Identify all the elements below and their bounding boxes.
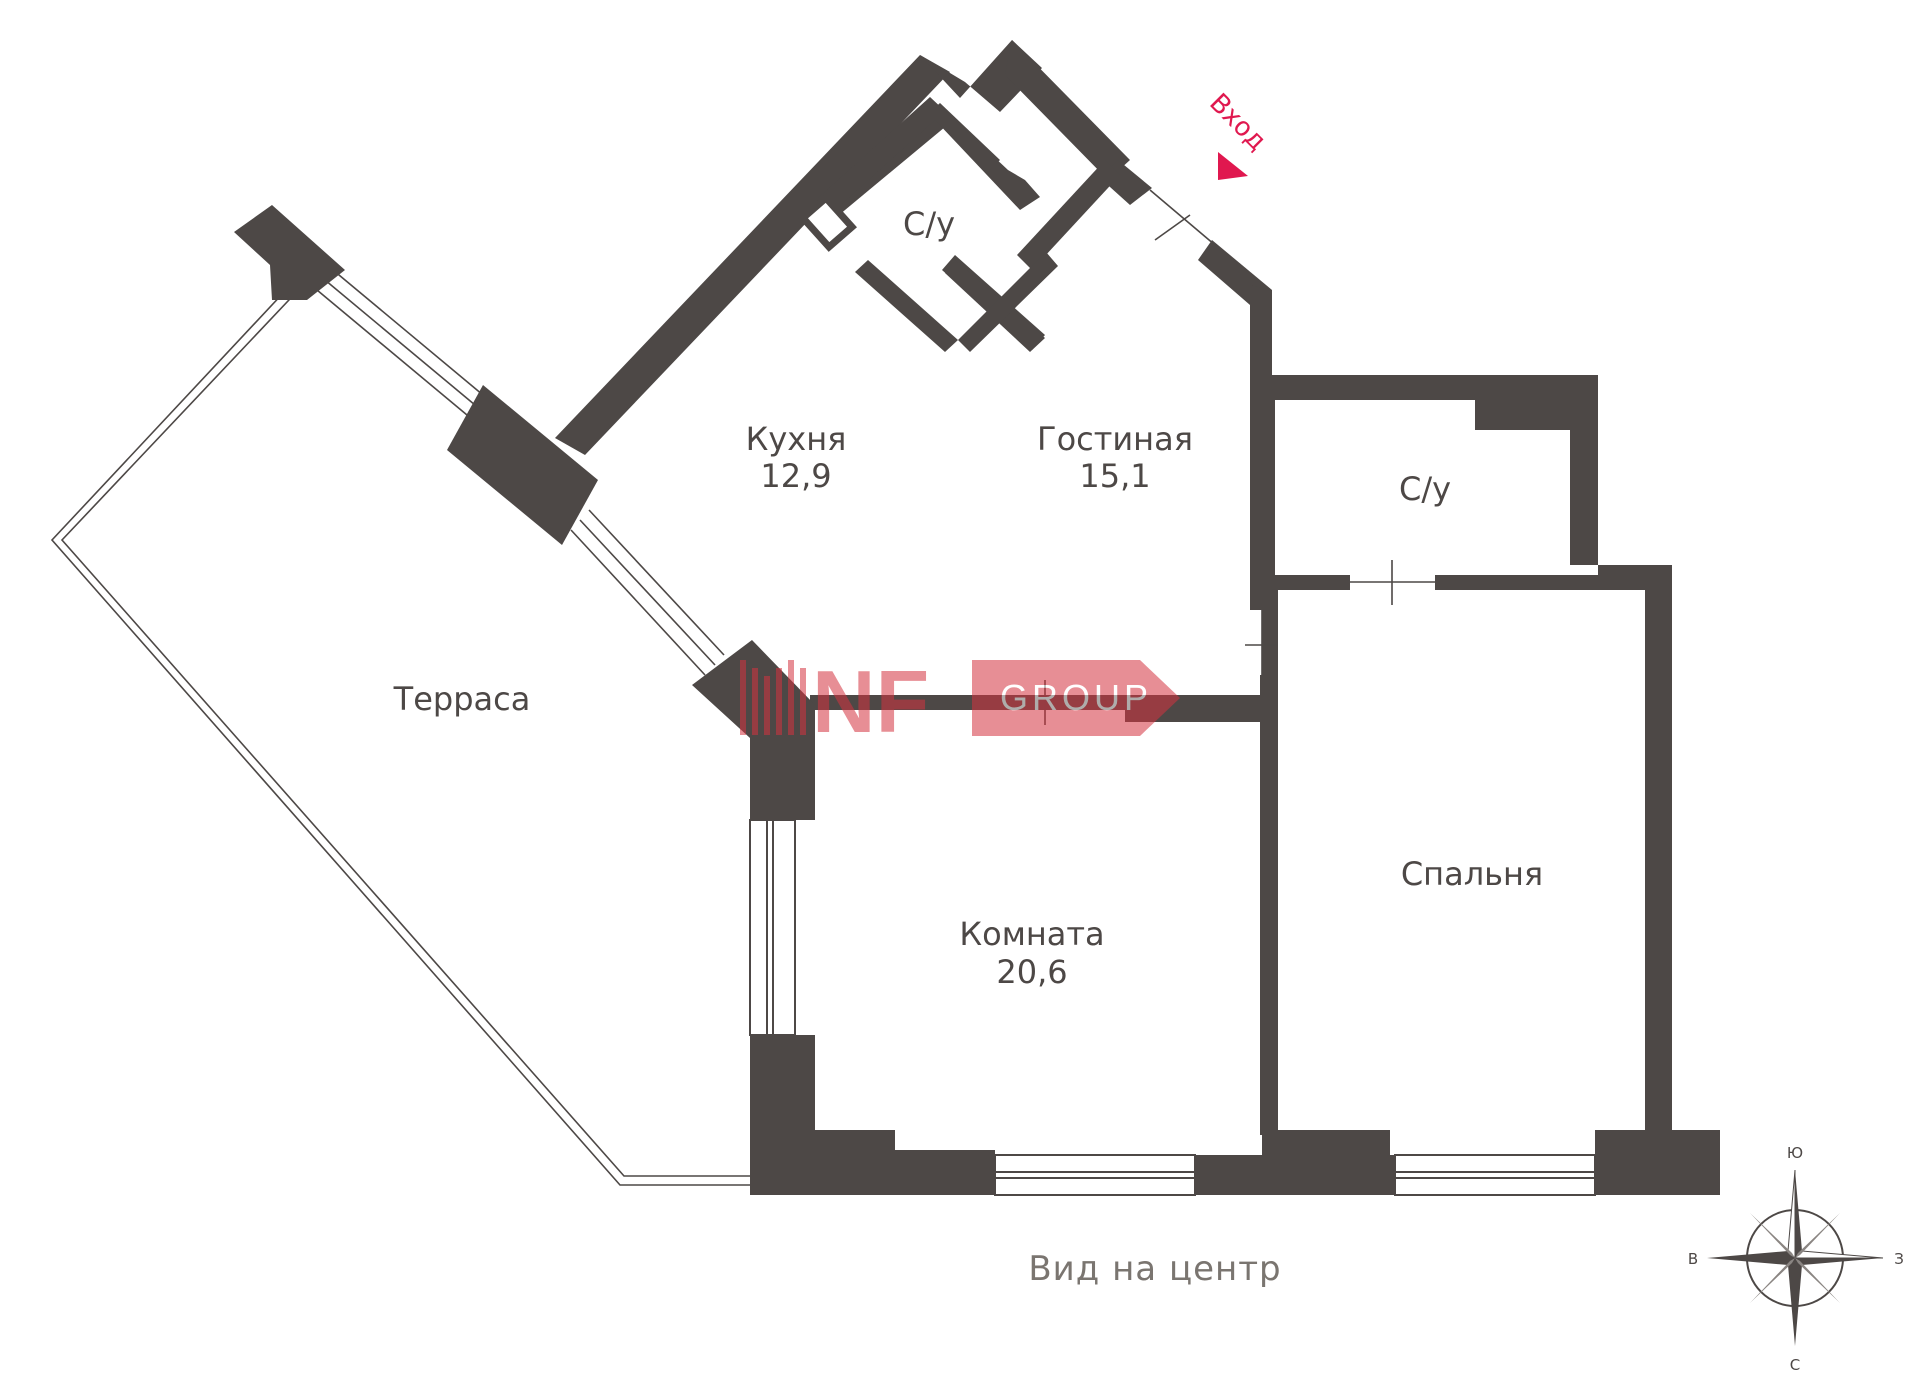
wc-right-name: С/у (1399, 470, 1451, 508)
terrace-windows (316, 269, 725, 676)
entry-label: Вход (1203, 88, 1272, 157)
watermark: NF GROUP (740, 652, 1180, 751)
compass-west-label: В (1688, 1250, 1698, 1268)
entry-marker: Вход (1203, 88, 1272, 157)
watermark-group: GROUP (1000, 677, 1152, 718)
walls (234, 40, 1720, 1195)
kitchen-shaft (798, 193, 857, 252)
terrace-name: Терраса (393, 680, 531, 718)
bedroom-name: Спальня (1401, 855, 1543, 893)
room-left-window (749, 819, 796, 1036)
compass-east-label: З (1894, 1250, 1904, 1268)
compass-rose-icon (1707, 1169, 1884, 1346)
wc-top-name: С/у (903, 205, 955, 243)
room-bottom-window (994, 1154, 1196, 1196)
living-name: Гостиная (1037, 420, 1193, 458)
view-label: Вид на центр (1028, 1249, 1281, 1289)
compass-north-label: С (1790, 1356, 1800, 1374)
watermark-brand: NF (812, 652, 929, 751)
terrace-outline (50, 274, 755, 1186)
kitchen-area: 12,9 (760, 457, 831, 495)
kitchen-name: Кухня (746, 420, 847, 458)
compass-south-label: Ю (1787, 1144, 1803, 1162)
room-name: Комната (959, 915, 1104, 953)
living-area: 15,1 (1079, 457, 1150, 495)
entry-arrow-icon (1218, 152, 1248, 180)
room-area: 20,6 (996, 953, 1067, 991)
watermark-arrow-shape (972, 660, 1180, 736)
bedroom-bottom-window (1394, 1154, 1596, 1196)
wc-top-walls (818, 97, 1058, 352)
watermark-stripes-icon (740, 660, 806, 735)
